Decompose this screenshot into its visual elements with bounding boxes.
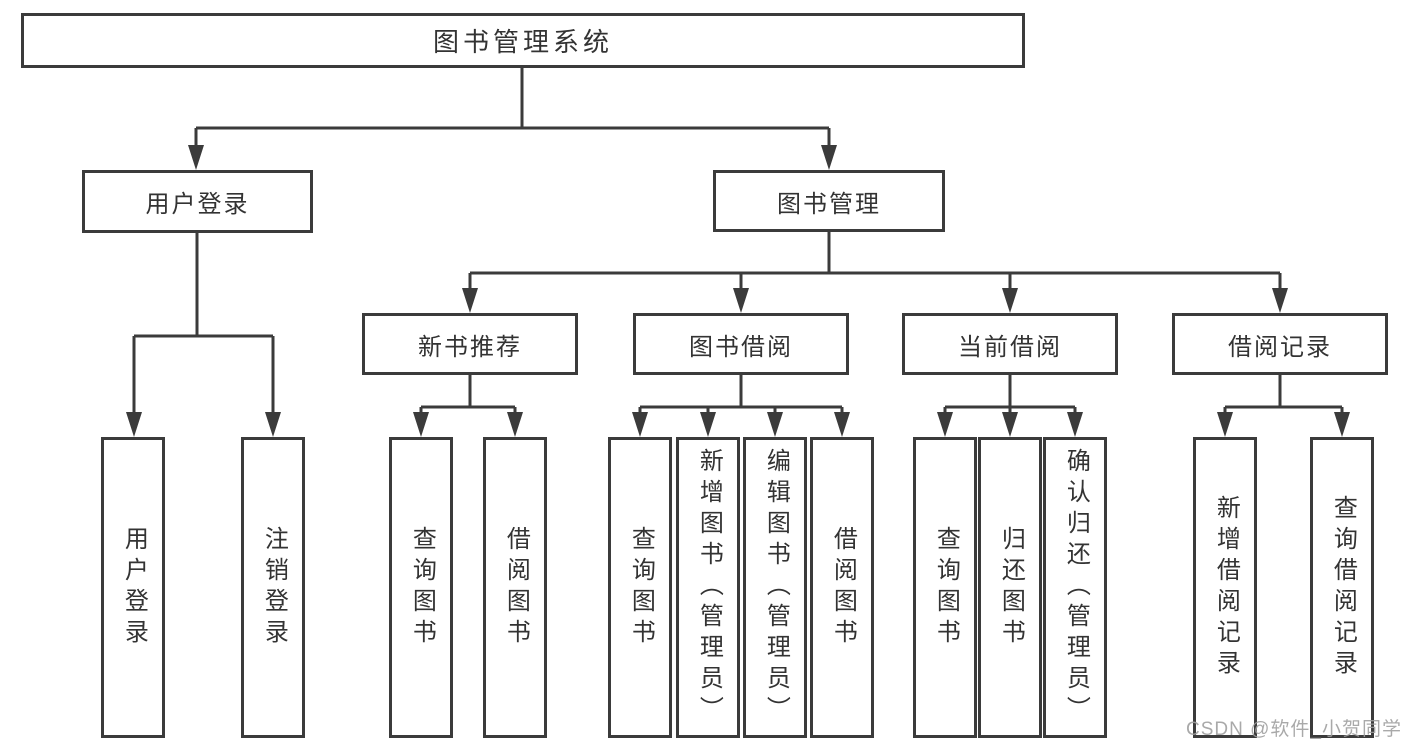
leaf-br-query-borrow-record: 查询借阅记录 bbox=[1310, 437, 1374, 738]
connector-stroke-paths bbox=[132, 68, 1344, 415]
leaf-cb-return-books: 归还图书 bbox=[978, 437, 1042, 738]
node-library-management-system: 图书管理系统 bbox=[21, 13, 1025, 68]
node-current-borrowing: 当前借阅 bbox=[902, 313, 1118, 375]
csdn-watermark: CSDN @软件_小贺同学 bbox=[1186, 719, 1402, 740]
leaf-cb-confirm-return-admin: 确认归还（管理员） bbox=[1043, 437, 1107, 738]
leaf-cb-query-books: 查询图书 bbox=[913, 437, 977, 738]
node-new-book-recommendation: 新书推荐 bbox=[362, 313, 578, 375]
arrowheads bbox=[126, 145, 1350, 437]
leaf-user-login: 用户登录 bbox=[101, 437, 165, 738]
node-borrowing-records: 借阅记录 bbox=[1172, 313, 1388, 375]
leaf-nbr-query-books: 查询图书 bbox=[389, 437, 453, 738]
leaf-logout: 注销登录 bbox=[241, 437, 305, 738]
leaf-bb-borrow-books: 借阅图书 bbox=[810, 437, 874, 738]
leaf-bb-query-books: 查询图书 bbox=[608, 437, 672, 738]
node-book-borrowing: 图书借阅 bbox=[633, 313, 849, 375]
node-user-login: 用户登录 bbox=[82, 170, 313, 233]
leaf-bb-add-book-admin: 新增图书（管理员） bbox=[676, 437, 740, 738]
leaf-nbr-borrow-books: 借阅图书 bbox=[483, 437, 547, 738]
leaf-br-add-borrow-record: 新增借阅记录 bbox=[1193, 437, 1257, 738]
leaf-bb-edit-book-admin: 编辑图书（管理员） bbox=[743, 437, 807, 738]
node-book-management: 图书管理 bbox=[713, 170, 945, 232]
